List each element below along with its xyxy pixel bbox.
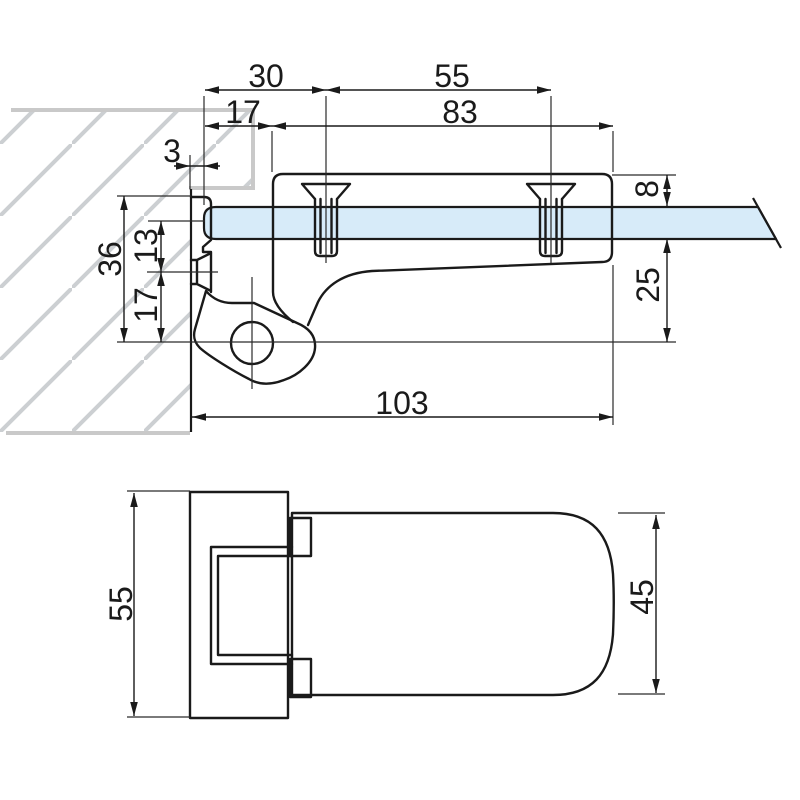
dim-label-17-left: 17 [128, 287, 164, 323]
screw-left-thread-lines [319, 197, 333, 255]
dim-label-25: 25 [630, 267, 666, 303]
dim-label-55-plan: 55 [103, 586, 139, 622]
dim-label-55: 55 [434, 58, 470, 94]
dim-label-45: 45 [624, 579, 660, 615]
plan-view [188, 490, 615, 720]
dim-label-83: 83 [442, 94, 478, 130]
plan-mount-block [188, 490, 290, 720]
dim-label-3: 3 [163, 133, 181, 169]
glass-break-line [752, 197, 782, 249]
glass-panel [202, 205, 778, 241]
glass-panel-side [202, 197, 782, 249]
dim-label-30: 30 [248, 58, 284, 94]
plan-jaw-upper [288, 516, 313, 558]
dim-label-36: 36 [92, 241, 128, 277]
screw-right-thread-lines [544, 197, 558, 255]
wall-section-hatch [0, 108, 255, 435]
plan-clamp-body [290, 511, 615, 697]
extension-and-center-lines [117, 96, 676, 425]
dim-label-8: 8 [629, 180, 665, 198]
dimension-graphics-plan [127, 490, 665, 718]
dimension-graphics-side [120, 86, 671, 421]
plan-jaw-lower [288, 657, 313, 699]
clamp-body-side [271, 172, 614, 327]
plan-glass-slot [209, 545, 294, 666]
dim-label-103: 103 [375, 385, 428, 421]
pivot-assembly [192, 289, 317, 385]
dim-label-13: 13 [128, 228, 164, 264]
pivot-lobe [192, 289, 317, 385]
wall-outline [11, 108, 255, 190]
wall-hatch-fill [0, 110, 253, 433]
dim-label-17-top: 17 [225, 94, 261, 130]
